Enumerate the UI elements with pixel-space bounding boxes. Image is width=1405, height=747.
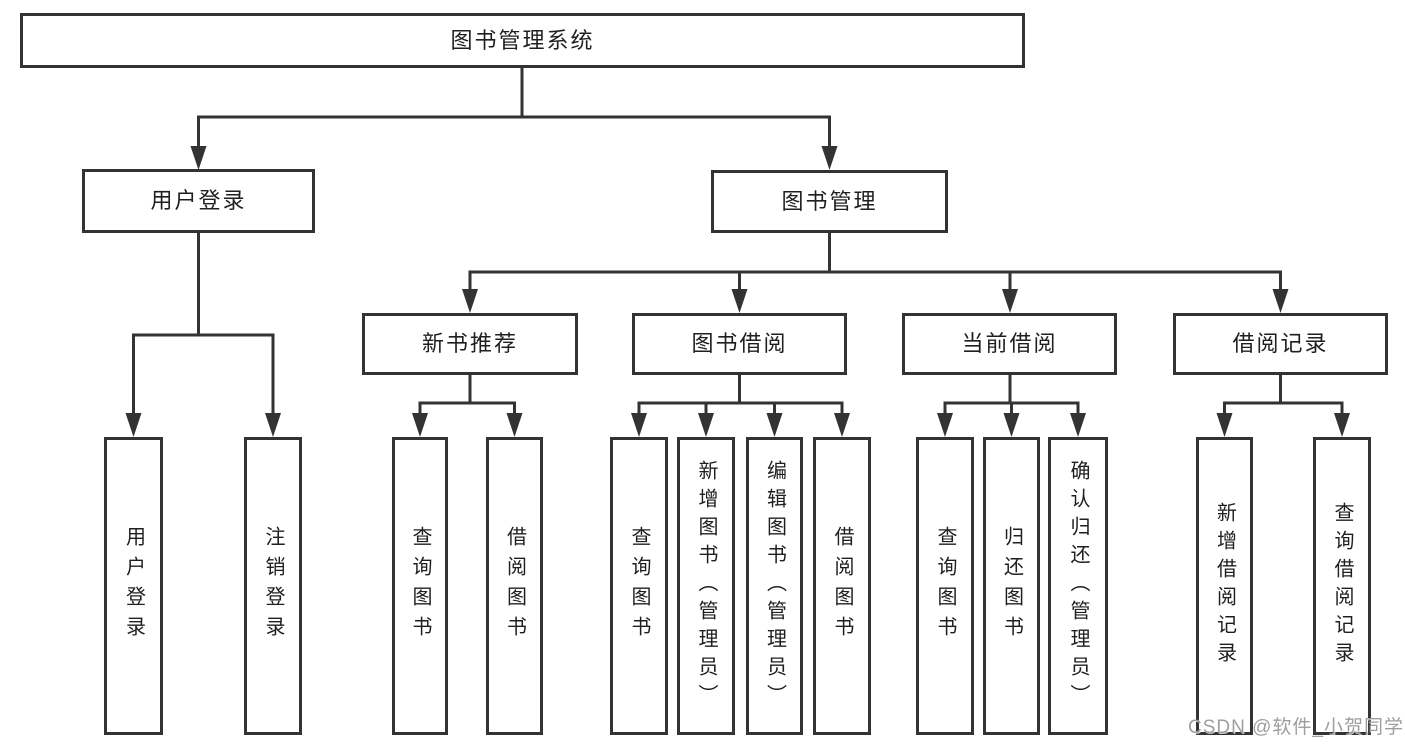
leaf-query-books-current: 查询图书 xyxy=(916,437,974,735)
leaf-edit-books-admin: 编辑图书（管理员） xyxy=(746,437,803,735)
connector-segments xyxy=(132,66,1344,433)
arrowheads xyxy=(125,146,1350,437)
leaf-borrow-books-borrowing: 借阅图书 xyxy=(813,437,871,735)
csdn-watermark: CSDN @软件_小贺同学 xyxy=(1188,717,1404,738)
leaf-borrow-books-newbook: 借阅图书 xyxy=(486,437,543,735)
leaf-query-borrow-record: 查询借阅记录 xyxy=(1313,437,1371,735)
leaf-query-books-borrowing: 查询图书 xyxy=(610,437,668,735)
leaf-query-books-newbook: 查询图书 xyxy=(392,437,448,735)
leaf-logout: 注销登录 xyxy=(244,437,302,735)
node-new-book-recommend: 新书推荐 xyxy=(362,313,578,375)
node-root: 图书管理系统 xyxy=(20,13,1025,68)
node-user-login: 用户登录 xyxy=(82,169,315,233)
leaf-return-books: 归还图书 xyxy=(983,437,1040,735)
node-borrowing-records: 借阅记录 xyxy=(1173,313,1388,375)
leaf-add-borrow-record: 新增借阅记录 xyxy=(1196,437,1253,735)
leaf-user-login: 用户登录 xyxy=(104,437,163,735)
leaf-confirm-return-admin: 确认归还（管理员） xyxy=(1048,437,1108,735)
node-book-management: 图书管理 xyxy=(711,170,948,233)
node-book-borrowing: 图书借阅 xyxy=(632,313,847,375)
node-current-borrowing: 当前借阅 xyxy=(902,313,1117,375)
leaf-add-books-admin: 新增图书（管理员） xyxy=(677,437,735,735)
